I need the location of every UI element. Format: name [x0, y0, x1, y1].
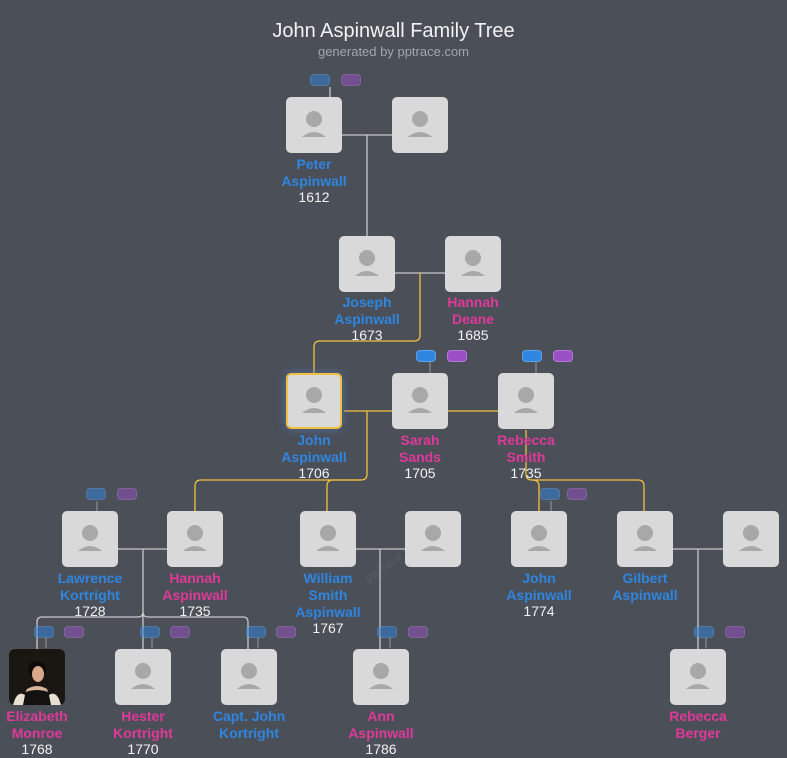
person-card-elizabeth[interactable]	[9, 649, 65, 705]
person-card-william-spouse[interactable]	[405, 511, 461, 567]
mother-link[interactable]	[553, 350, 573, 362]
mother-link[interactable]	[117, 488, 137, 500]
person-name-ann[interactable]: Ann Aspinwall	[348, 708, 414, 741]
avatar-placeholder-icon	[421, 525, 445, 551]
person-card-john-1774[interactable]	[511, 511, 567, 567]
person-card-peter-spouse[interactable]	[392, 97, 448, 153]
person-card-william[interactable]	[300, 511, 356, 567]
person-name-john-1706[interactable]: John Aspinwall	[281, 432, 347, 465]
avatar-placeholder-icon	[237, 663, 261, 689]
person-card-rebecca-berger[interactable]	[670, 649, 726, 705]
birth-year-hannah-aspinwall: 1735	[179, 603, 211, 619]
father-link[interactable]	[377, 626, 397, 638]
person-name-capt-john[interactable]: Capt. John Kortright	[212, 708, 286, 741]
avatar-placeholder-icon	[183, 525, 207, 551]
avatar-placeholder-icon	[527, 525, 551, 551]
father-link[interactable]	[140, 626, 160, 638]
birth-year-william: 1767	[312, 620, 344, 636]
person-card-capt-john[interactable]	[221, 649, 277, 705]
person-card-sarah-sands[interactable]	[392, 373, 448, 429]
mother-link[interactable]	[447, 350, 467, 362]
avatar-placeholder-icon	[355, 250, 379, 276]
father-link[interactable]	[246, 626, 266, 638]
birth-year-sarah-sands: 1705	[404, 465, 436, 481]
person-card-ann[interactable]	[353, 649, 409, 705]
person-name-william[interactable]: William Smith Aspinwall	[295, 570, 361, 620]
birth-year-ann: 1786	[365, 741, 397, 757]
mother-link[interactable]	[408, 626, 428, 638]
person-card-lawrence[interactable]	[62, 511, 118, 567]
birth-year-lawrence: 1728	[74, 603, 106, 619]
avatar-placeholder-icon	[408, 111, 432, 137]
avatar-placeholder-icon	[408, 387, 432, 413]
person-name-sarah-sands[interactable]: Sarah Sands	[398, 432, 441, 465]
father-link[interactable]	[694, 626, 714, 638]
father-link[interactable]	[540, 488, 560, 500]
mother-link[interactable]	[170, 626, 190, 638]
mother-link[interactable]	[567, 488, 587, 500]
person-card-peter[interactable]	[286, 97, 342, 153]
avatar-placeholder-icon	[686, 663, 710, 689]
avatar-placeholder-icon	[316, 525, 340, 551]
avatar-placeholder-icon	[369, 663, 393, 689]
person-card-hannah-aspinwall[interactable]	[167, 511, 223, 567]
avatar-placeholder-icon	[514, 387, 538, 413]
person-name-hannah-deane[interactable]: Hannah Deane	[447, 294, 499, 327]
portrait-photo	[9, 649, 65, 705]
birth-year-john-1706: 1706	[298, 465, 330, 481]
person-name-elizabeth[interactable]: Elizabeth Monroe	[6, 708, 68, 741]
avatar-placeholder-icon	[633, 525, 657, 551]
person-name-peter[interactable]: Peter Aspinwall	[281, 156, 347, 189]
birth-year-john-1774: 1774	[523, 603, 555, 619]
father-link[interactable]	[522, 350, 542, 362]
person-card-joseph[interactable]	[339, 236, 395, 292]
person-name-hannah-aspinwall[interactable]: Hannah Aspinwall	[162, 570, 228, 603]
person-name-rebecca-smith[interactable]: Rebecca Smith	[497, 432, 555, 465]
birth-year-rebecca-smith: 1735	[510, 465, 542, 481]
mother-link[interactable]	[64, 626, 84, 638]
person-card-hester[interactable]	[115, 649, 171, 705]
avatar-placeholder-icon	[302, 111, 326, 137]
person-card-gilbert-spouse[interactable]	[723, 511, 779, 567]
mother-link[interactable]	[276, 626, 296, 638]
page-subtitle: generated by pptrace.com	[317, 44, 470, 59]
person-name-john-1774[interactable]: John Aspinwall	[506, 570, 572, 603]
avatar-placeholder-icon	[78, 525, 102, 551]
person-name-lawrence[interactable]: Lawrence Kortright	[57, 570, 123, 603]
father-link[interactable]	[34, 626, 54, 638]
birth-year-hester: 1770	[127, 741, 159, 757]
birth-year-peter: 1612	[298, 189, 330, 205]
father-link[interactable]	[416, 350, 436, 362]
person-card-hannah-deane[interactable]	[445, 236, 501, 292]
person-name-joseph[interactable]: Joseph Aspinwall	[334, 294, 400, 327]
birth-year-elizabeth: 1768	[21, 741, 53, 757]
person-card-john-1706[interactable]	[286, 373, 342, 429]
person-card-rebecca-smith[interactable]	[498, 373, 554, 429]
person-name-rebecca-berger[interactable]: Rebecca Berger	[669, 708, 727, 741]
avatar-placeholder-icon	[302, 387, 326, 413]
avatar-placeholder-icon	[739, 525, 763, 551]
avatar-placeholder-icon	[131, 663, 155, 689]
page-title: John Aspinwall Family Tree	[272, 20, 515, 42]
father-link[interactable]	[86, 488, 106, 500]
mother-link[interactable]	[725, 626, 745, 638]
father-link[interactable]	[310, 74, 330, 86]
person-card-gilbert[interactable]	[617, 511, 673, 567]
person-name-hester[interactable]: Hester Kortright	[113, 708, 173, 741]
mother-link[interactable]	[341, 74, 361, 86]
avatar-placeholder-icon	[461, 250, 485, 276]
birth-year-joseph: 1673	[351, 327, 383, 343]
birth-year-hannah-deane: 1685	[457, 327, 489, 343]
person-name-gilbert[interactable]: Gilbert Aspinwall	[612, 570, 678, 603]
